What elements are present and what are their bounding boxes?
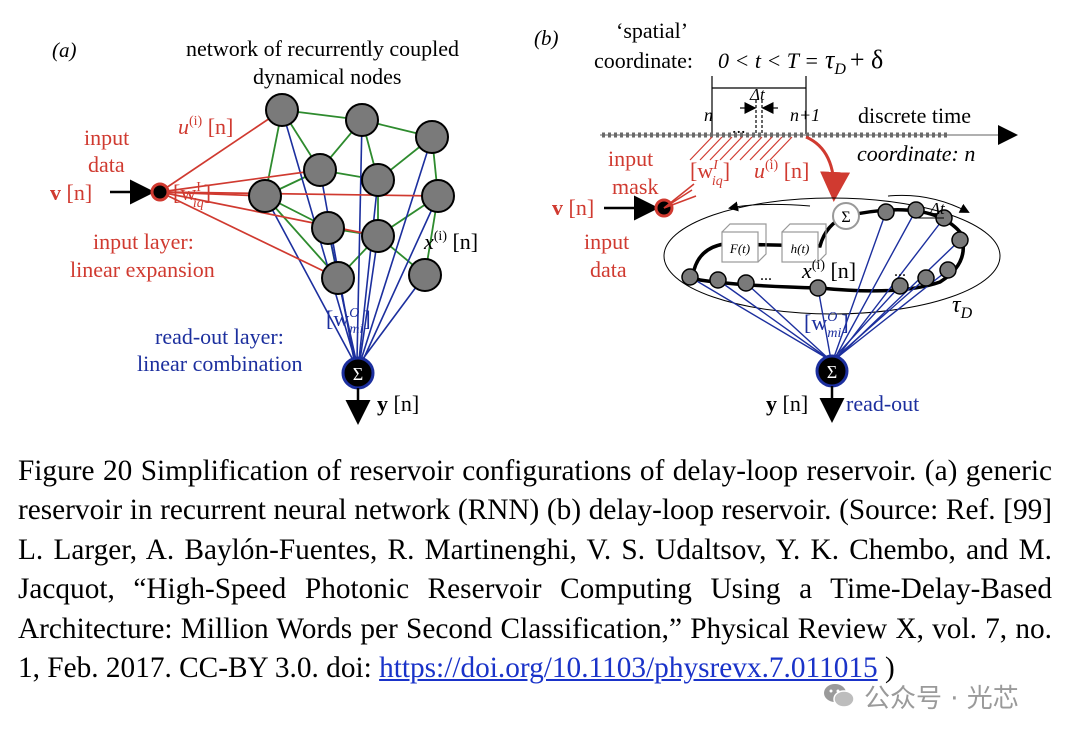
readout-line1-a: read-out layer:	[155, 324, 284, 349]
caption-end: )	[877, 652, 895, 685]
discrete-line2: coordinate: n	[857, 141, 975, 166]
state-x-b: x(i) [n]	[801, 258, 856, 283]
readout-links-a	[264, 109, 439, 361]
node	[345, 103, 379, 137]
input-mask-line2: mask	[612, 174, 658, 199]
delta-t-loop: Δt	[929, 199, 946, 218]
spatial-line2: coordinate:	[594, 48, 693, 73]
wechat-icon	[824, 684, 855, 708]
loop-node	[681, 268, 699, 286]
input-u-b: u(i) [n]	[754, 158, 809, 183]
loop-tau: τD	[952, 292, 973, 322]
readout-label-b: read-out	[846, 391, 919, 416]
input-layer-line2-a: linear expansion	[70, 257, 215, 282]
outer-loop	[663, 197, 1001, 315]
node	[408, 258, 442, 292]
loop-dots-right: ...	[894, 263, 906, 280]
node	[248, 179, 282, 213]
node	[311, 211, 345, 245]
panel-b-label: (b)	[534, 26, 559, 50]
loop-sum-symbol: Σ	[841, 209, 850, 226]
panel-b: (b) ‘spatial’ coordinate: 0 < t < T =τD+…	[534, 18, 1018, 423]
panel-a: (a) network of recurrently coupled dynam…	[50, 36, 478, 425]
node	[421, 179, 455, 213]
loop-node	[907, 201, 925, 219]
loop-node	[951, 231, 969, 249]
input-mask-line1: input	[608, 146, 653, 171]
node	[321, 261, 355, 295]
input-u-a: u(i) [n]	[178, 114, 233, 139]
loop-node	[737, 274, 755, 292]
input-layer-line1-a: input layer:	[93, 229, 194, 254]
loop-node	[891, 277, 909, 295]
loop-arrow-left	[728, 201, 811, 212]
n-dots: ...	[732, 117, 746, 137]
input-fan-b	[663, 183, 697, 209]
input-data-line2-b: data	[590, 257, 627, 282]
v-label-b: v [n]	[552, 195, 594, 220]
input-data-line1-a: input	[84, 125, 129, 150]
loop-nodes	[681, 201, 969, 297]
node	[361, 163, 395, 197]
reservoir-nodes	[248, 93, 455, 295]
node	[361, 219, 395, 253]
node	[265, 93, 299, 127]
n-left: n	[704, 105, 713, 125]
input-node-a	[150, 182, 170, 202]
loop-node	[917, 269, 935, 287]
node	[303, 153, 337, 187]
loop-node	[939, 261, 957, 279]
n-right: n+1	[790, 105, 820, 125]
figure-caption: Figure 20 Simplification of reservoir co…	[18, 452, 1052, 688]
spatial-line1: ‘spatial’	[616, 18, 688, 43]
v-label-a: v [n]	[50, 180, 92, 205]
panel-a-title-line2: dynamical nodes	[253, 64, 401, 89]
nonlinear-box: F(t)	[721, 223, 767, 263]
input-data-line1-b: input	[584, 229, 629, 254]
sum-symbol-b: Σ	[827, 362, 837, 382]
reservoir-figure: (a) network of recurrently coupled dynam…	[50, 18, 1018, 425]
readout-line2-a: linear combination	[137, 351, 303, 376]
loop-arrow-right	[887, 194, 970, 213]
svg-text:h(t): h(t)	[791, 241, 810, 256]
caption-text: Figure 20 Simplification of reservoir co…	[18, 455, 1052, 685]
filter-box: h(t)	[781, 223, 827, 263]
sum-symbol-a: Σ	[353, 364, 363, 384]
mask-hatches	[689, 136, 793, 161]
loop-node	[877, 203, 895, 221]
loop-node	[709, 271, 727, 289]
watermark-text: 公众号 · 光芯	[864, 683, 1019, 714]
loop-node	[809, 279, 827, 297]
delta-t-top: Δt	[749, 85, 766, 104]
y-label-b: y [n]	[766, 391, 808, 416]
input-curve	[805, 135, 851, 202]
discrete-line1: discrete time	[858, 103, 971, 128]
loop-dots-left: ...	[760, 267, 772, 284]
panel-a-label: (a)	[52, 38, 77, 62]
loop-sum-node	[832, 202, 860, 230]
panel-a-title-line1: network of recurrently coupled	[186, 36, 459, 61]
period-bracket	[711, 76, 807, 134]
time-range: 0 < t < T =τD+ δ	[718, 45, 883, 78]
input-data-line2-a: data	[88, 152, 125, 177]
input-links-a	[159, 109, 439, 279]
state-x-a: x(i) [n]	[423, 229, 478, 254]
y-label-a: y [n]	[377, 391, 419, 416]
doi-link[interactable]: https://doi.org/10.1103/physrevx.7.01101…	[379, 652, 878, 685]
node	[415, 120, 449, 154]
svg-text:F(t): F(t)	[729, 241, 750, 256]
watermark: 公众号 · 光芯	[822, 679, 1019, 714]
